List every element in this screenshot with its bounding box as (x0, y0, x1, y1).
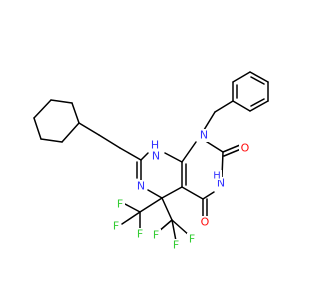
svg-text:F: F (137, 228, 143, 241)
svg-text:F: F (117, 198, 123, 211)
pyrimidine-core (136, 139, 242, 218)
svg-text:F: F (189, 233, 195, 246)
svg-text:F: F (113, 220, 119, 233)
ethyl-bond-1 (119, 147, 142, 161)
svg-text:N: N (137, 180, 145, 193)
molecule-structure: N H N N N H O O F F F F F (33, 71, 269, 252)
atom-n1: N (198, 129, 210, 142)
svg-text:O: O (201, 216, 210, 229)
atom-f1: F (115, 198, 125, 211)
svg-text:O: O (241, 142, 250, 155)
atom-f2: F (111, 220, 121, 233)
cf3-group-left (121, 197, 163, 231)
cf3-group-right (157, 197, 191, 242)
atom-n6: N (135, 180, 147, 193)
atom-f4: F (151, 229, 161, 242)
svg-text:H: H (213, 171, 221, 182)
molecule-svg: N H N N N H O O F F F F F (33, 71, 269, 252)
benzyl-n-bond (203, 111, 216, 131)
svg-text:H: H (151, 139, 159, 152)
cyclohexane-ring (33, 99, 80, 143)
svg-text:N: N (200, 129, 208, 142)
atom-f3: F (135, 228, 145, 241)
benzyl-ch2-bond (214, 100, 234, 113)
svg-text:N: N (217, 177, 225, 190)
ethyl-bond-2 (98, 134, 121, 149)
atom-o-bottom: O (199, 216, 212, 229)
atom-f5: F (171, 239, 181, 252)
benzene-ring (232, 71, 269, 112)
atom-n3: N H (212, 170, 227, 190)
atom-nh-8: H N (148, 139, 162, 163)
ethyl-bond-3 (78, 122, 100, 136)
atom-o-top: O (239, 142, 252, 155)
svg-text:F: F (153, 229, 159, 242)
atom-f6: F (187, 233, 197, 246)
svg-text:N: N (152, 150, 160, 163)
svg-text:F: F (173, 239, 179, 252)
